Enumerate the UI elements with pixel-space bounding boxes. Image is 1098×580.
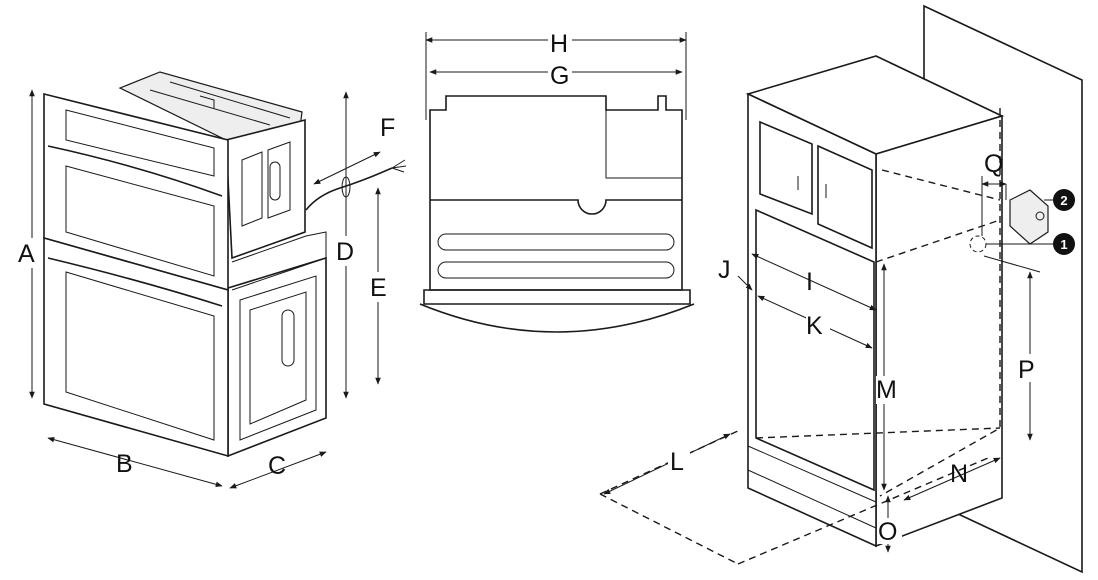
dim-line-b	[47, 436, 223, 488]
dim-line-l	[603, 433, 731, 495]
label-j: J	[718, 256, 731, 284]
label-n: N	[950, 460, 968, 488]
oven-door	[43, 236, 229, 458]
cabinet-door-left	[759, 120, 813, 216]
label-a: A	[18, 240, 35, 268]
dimension-labels: A B C D E F H G I J K L M N O P Q	[16, 28, 1042, 546]
cutout-top-view	[419, 32, 695, 333]
cabinet-drawing: 1 2	[599, 4, 1083, 574]
dim-line-f	[313, 151, 381, 185]
label-p: P	[1018, 356, 1035, 384]
dim-line-j	[737, 275, 753, 291]
oven-side	[227, 256, 327, 458]
label-c: C	[268, 452, 286, 480]
cabinet-side	[875, 114, 1003, 548]
microwave-side	[225, 118, 306, 260]
label-h: H	[550, 30, 568, 58]
label-q: Q	[984, 150, 1003, 178]
microwave-top	[118, 71, 303, 141]
label-o: O	[878, 518, 897, 546]
label-m: M	[876, 376, 897, 404]
callout-1-badge	[1053, 233, 1075, 255]
label-k: K	[806, 312, 823, 340]
label-e: E	[370, 274, 387, 302]
oven-unit-drawing	[29, 71, 407, 489]
label-b: B	[116, 450, 133, 478]
dim-line-n	[903, 457, 1001, 501]
callout-2-badge	[1053, 189, 1075, 211]
label-f: F	[380, 114, 395, 142]
label-d: D	[336, 238, 354, 266]
junction-box	[1009, 189, 1049, 245]
label-l: L	[670, 448, 684, 476]
label-i: I	[806, 268, 813, 296]
label-g: G	[550, 62, 569, 90]
cabinet-door-right	[817, 144, 873, 250]
callout-1-text: 1	[1060, 237, 1067, 252]
cutout-outline	[429, 95, 683, 291]
callout-2-text: 2	[1060, 193, 1067, 208]
dim-line-c	[229, 451, 327, 489]
